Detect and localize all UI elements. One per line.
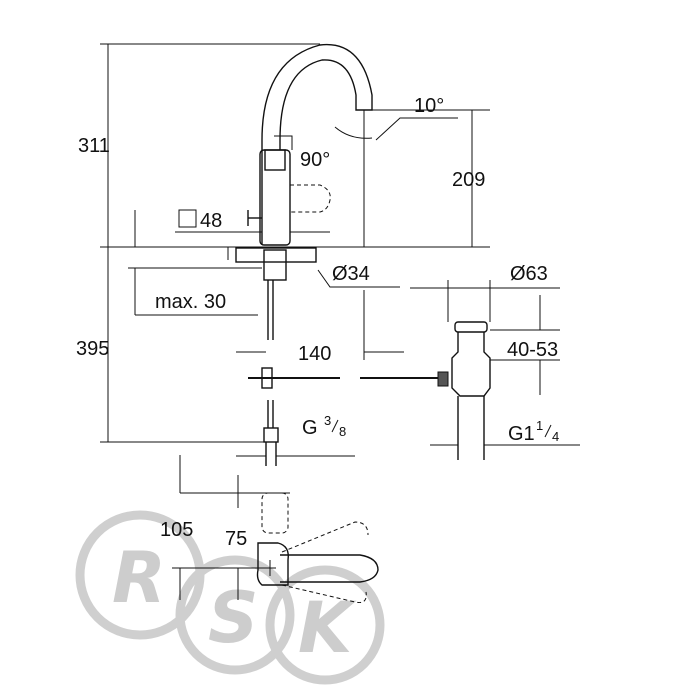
watermark-letter-r: R (112, 537, 166, 619)
drain-top (454, 321, 488, 333)
label-height-spout: 209 (452, 169, 485, 191)
lever-top-dashed (261, 492, 289, 534)
lever-cap (264, 149, 286, 171)
label-angle-spout: 10° (414, 95, 444, 117)
watermark: R S K (75, 510, 385, 685)
rod-clamp (261, 367, 273, 389)
drain-assembly (437, 321, 491, 460)
hole-leader (317, 269, 400, 288)
lever-top-dashed-up (281, 521, 369, 553)
angle-90-leader (274, 135, 293, 150)
label-drain-thread-sub: 4 (552, 429, 559, 444)
watermark-circle-s (175, 555, 295, 675)
label-drain-thread-sup: 1 (536, 418, 543, 433)
label-connection-thread: G (302, 417, 318, 439)
lever-dashed (290, 184, 331, 213)
lever-top-dashed-down (281, 584, 367, 603)
angle-10-arc (334, 126, 373, 139)
drain-body (451, 332, 491, 397)
lever-top-body (256, 542, 289, 586)
label-drain-diameter: Ø63 (510, 263, 548, 285)
fraction-slash-drain (544, 424, 552, 438)
square-symbol (178, 209, 197, 228)
spout-curve (261, 43, 373, 245)
label-connection-thread-sup: 3 (324, 413, 331, 428)
label-max-thickness: max. 30 (155, 291, 226, 313)
hose-fitting (263, 427, 279, 443)
label-angle-lever: 90° (300, 149, 330, 171)
label-square-size: 48 (200, 210, 222, 232)
label-lever-depth-outer: 105 (160, 519, 193, 541)
label-reach: 140 (298, 343, 331, 365)
watermark-circle-k (265, 565, 385, 685)
faucet-body (247, 43, 373, 246)
watermark-letter-k: K (298, 587, 357, 669)
label-drain-thread: G1 (508, 423, 535, 445)
label-height-total: 311 (78, 135, 110, 157)
label-hole-diameter: Ø34 (332, 263, 370, 285)
label-below-length: 395 (76, 338, 109, 360)
mounting-plate (235, 247, 317, 263)
drain-lever (437, 371, 449, 387)
label-drain-range: 40-53 (507, 339, 558, 361)
shank (263, 249, 287, 281)
fraction-slash-connection (331, 419, 339, 433)
watermark-letter-s: S (208, 577, 258, 659)
lever-top-handle (280, 554, 379, 583)
angle-10-leader (375, 117, 458, 141)
label-lever-depth-inner: 75 (225, 528, 247, 550)
label-connection-thread-sub: 8 (339, 424, 346, 439)
